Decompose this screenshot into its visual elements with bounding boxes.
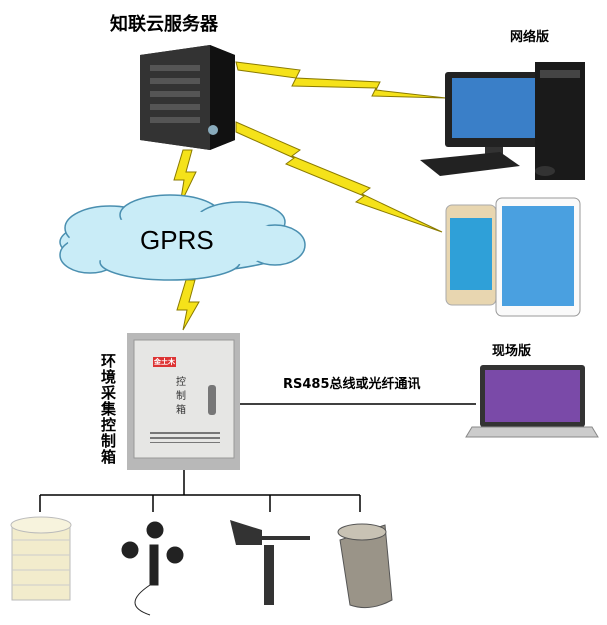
control-box-door-text: 控制箱 <box>176 377 186 416</box>
desktop-pc-image <box>420 62 585 180</box>
rs485-label: RS485总线或光纤通讯 <box>283 377 421 392</box>
rain-gauge-image <box>337 523 393 609</box>
onsite-version-label: 现场版 <box>492 344 532 359</box>
network-version-label: 网络版 <box>510 30 550 45</box>
sensor-bus-lines <box>39 470 361 512</box>
server-image <box>140 45 235 150</box>
sensor-louver-image <box>10 516 72 601</box>
mobile-devices-image <box>445 197 581 317</box>
bolt-server-cloud <box>173 149 197 206</box>
laptop-image <box>465 365 599 438</box>
bolt-server-pc <box>235 61 447 99</box>
gprs-label: GPRS <box>140 225 214 255</box>
control-box-image <box>127 333 240 470</box>
control-box-side-label: 环境采集控制箱 <box>101 352 117 466</box>
anemometer-image <box>121 521 184 616</box>
bolt-cloud-box <box>176 279 200 331</box>
bolt-server-mobile <box>235 121 443 233</box>
wind-vane-image <box>230 520 310 605</box>
control-box-brand-logo: 金土木 <box>153 357 176 367</box>
server-title: 知联云服务器 <box>110 14 218 35</box>
